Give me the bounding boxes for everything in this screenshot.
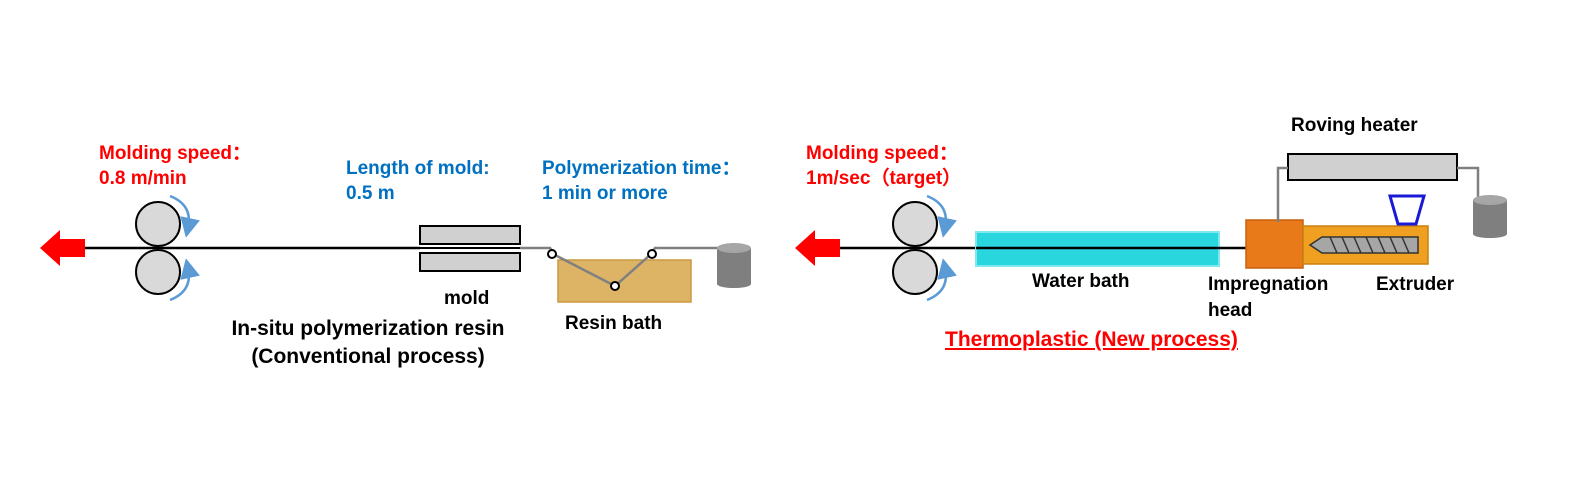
conventional-title-line1: In-situ polymerization resin bbox=[231, 317, 505, 340]
pull-direction-arrow-icon bbox=[795, 230, 840, 266]
roving-heater bbox=[1287, 153, 1458, 181]
pull-direction-arrow-icon bbox=[40, 230, 85, 266]
roving-fiber-path bbox=[1276, 166, 1288, 222]
pull-rollers-icon bbox=[892, 194, 957, 302]
new-process-title: Thermoplastic (New process) bbox=[945, 328, 1238, 351]
roving-fiber-path-right bbox=[1457, 166, 1480, 198]
pull-rollers-icon bbox=[135, 194, 200, 302]
mold-length-label: Length of mold: bbox=[346, 158, 490, 179]
fiber-bobbin-icon bbox=[1473, 195, 1507, 238]
mold-length-value: 0.5 m bbox=[346, 183, 395, 204]
impregnation-head-label-line2: head bbox=[1208, 300, 1253, 321]
impregnation-head bbox=[1245, 219, 1304, 269]
new-process bbox=[795, 153, 1507, 302]
conventional-title-line2: (Conventional process) bbox=[251, 345, 485, 368]
fiber-bobbin-icon bbox=[717, 243, 751, 288]
conventional-speed-value: 0.8 m/min bbox=[99, 168, 187, 189]
new-speed-value: 1m/sec（target） bbox=[806, 168, 962, 189]
resin-bath-label: Resin bath bbox=[565, 313, 663, 334]
mold-icon bbox=[419, 225, 521, 272]
new-speed-label: Molding speed： bbox=[806, 143, 959, 164]
polymerization-time-value: 1 min or more bbox=[542, 183, 668, 204]
guide-rollers bbox=[547, 249, 657, 291]
mold-label: mold bbox=[444, 288, 490, 309]
screw-icon bbox=[1308, 236, 1419, 254]
conventional-speed-label: Molding speed： bbox=[99, 143, 252, 164]
roving-heater-label: Roving heater bbox=[1291, 115, 1418, 136]
impregnation-head-label-line1: Impregnation bbox=[1208, 274, 1329, 295]
polymerization-time-label: Polymerization time： bbox=[542, 158, 741, 179]
conventional-process bbox=[40, 194, 751, 303]
hopper-icon bbox=[1388, 194, 1426, 226]
water-bath-label: Water bath bbox=[1032, 271, 1130, 292]
extruder-label: Extruder bbox=[1376, 274, 1455, 295]
